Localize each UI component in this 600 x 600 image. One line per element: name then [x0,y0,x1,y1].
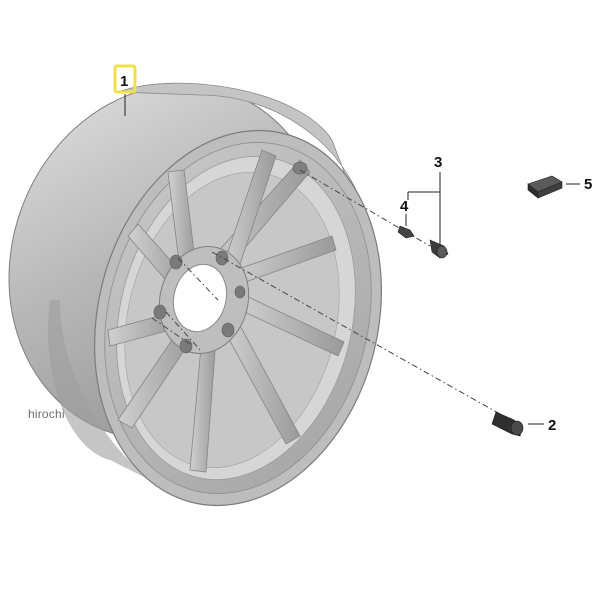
valve-bolt [491,411,544,437]
callout-1-label: 1 [120,73,128,90]
callout-4: 4 [400,198,409,215]
watermark-text: hirochi [28,407,65,421]
callout-2-label: 2 [548,417,556,434]
callout-3: 3 [434,154,442,171]
balance-weight [527,175,580,199]
callout-1-highlight [113,64,137,94]
valve-assembly [407,172,449,259]
callout-2: 2 [548,417,556,434]
callout-4-label: 4 [400,198,409,215]
callout-3-label: 3 [434,154,442,171]
callout-5-label: 5 [584,176,592,193]
callout-1: 1 [113,64,137,116]
wheel-rim [8,82,383,507]
valve-insert [397,214,415,239]
callout-5: 5 [584,176,592,193]
